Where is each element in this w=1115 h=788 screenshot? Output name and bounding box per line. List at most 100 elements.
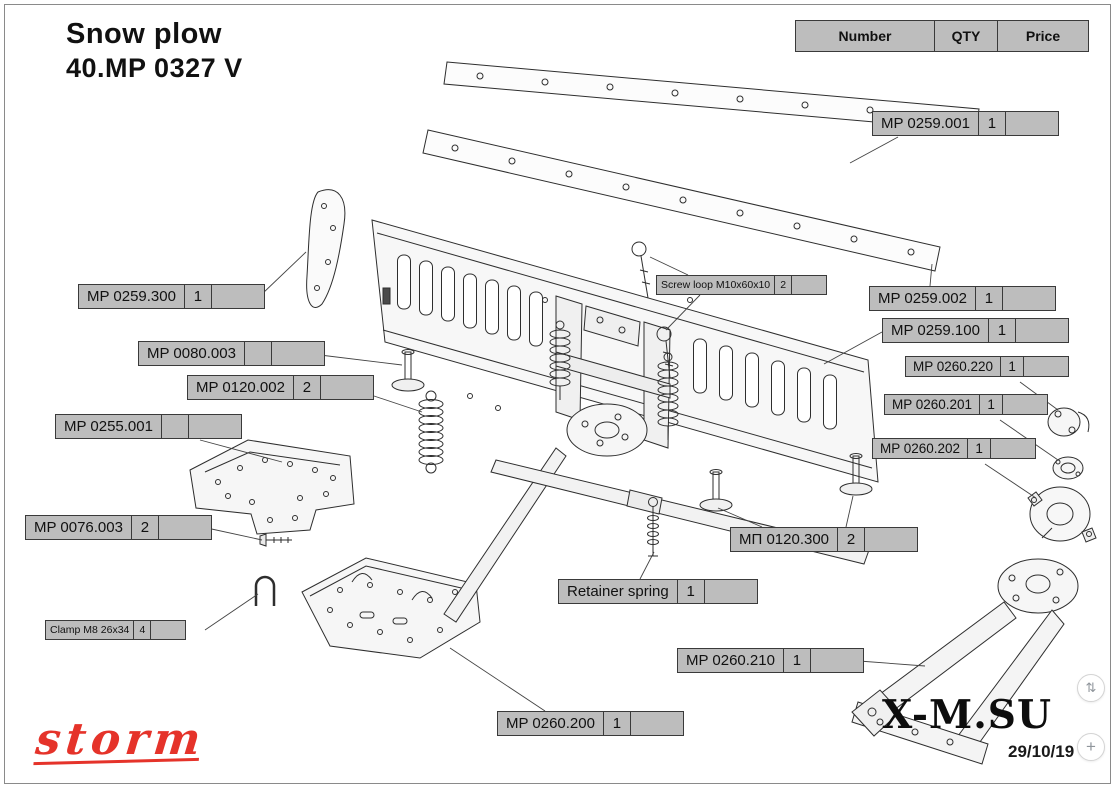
part-qty: 1: [967, 438, 992, 459]
moldboard: [371, 219, 879, 483]
part-price: [703, 579, 758, 604]
title-line2: 40.MP 0327 V: [66, 53, 243, 84]
part-qty: 1: [676, 579, 705, 604]
part-price: [1023, 356, 1070, 377]
storm-logo: storm: [33, 714, 208, 765]
parts-table-header: Number QTY Price: [795, 20, 1089, 52]
drawing-title: Snow plow 40.MP 0327 V: [66, 16, 243, 86]
part-number: MP 0260.201: [884, 394, 981, 415]
part-label-mp-0259-300: MP 0259.300 1: [78, 284, 265, 309]
eye-bolts: [631, 241, 674, 379]
tension-spring-right: [657, 352, 679, 440]
part-number: MP 0120.002: [187, 375, 294, 400]
part-label-retainer-spring: Retainer spring 1: [558, 579, 758, 604]
part-number: MP 0255.001: [55, 414, 162, 439]
part-number: MP 0259.002: [869, 286, 976, 311]
part-label-clamp-m8: Clamp M8 26x34 4: [45, 620, 187, 640]
part-number: MP 0259.001: [872, 111, 979, 136]
mount-plate-lower: [301, 557, 481, 659]
part-qty: [160, 414, 189, 439]
part-label-mp-0260-210: MP 0260.210 1: [677, 648, 864, 673]
part-label-mp-0260-201: MP 0260.201 1: [884, 394, 1049, 415]
scraper-bar-bottom: [422, 129, 941, 272]
part-label-mp-0080-003: MP 0080.003: [138, 341, 325, 366]
part-qty: 4: [133, 620, 152, 640]
part-price: [791, 275, 828, 295]
part-qty: 1: [974, 286, 1003, 311]
part-number: MP 0260.202: [872, 438, 969, 459]
part-number: MP 0259.100: [882, 318, 989, 343]
part-price: [1004, 111, 1059, 136]
plus-icon: +: [1086, 737, 1096, 756]
part-qty: 1: [782, 648, 811, 673]
part-label-screw-loop: Screw loop M10x60x10 2: [656, 275, 828, 295]
part-label-mp-0255-001: MP 0255.001: [55, 414, 242, 439]
bolt: [259, 533, 292, 547]
part-label-mp-0120-002: MP 0120.002 2: [187, 375, 374, 400]
skid-foot-left: [391, 349, 425, 392]
part-label-mp-0259-100: MP 0259.100 1: [882, 318, 1069, 343]
part-label-mp-0260-202: MP 0260.202 1: [872, 438, 1037, 459]
mount-plate-upper: [189, 439, 355, 535]
part-number: MP 0080.003: [138, 341, 245, 366]
part-qty: 1: [183, 284, 212, 309]
part-price: [319, 375, 374, 400]
part-label-mp-0259-001: MP 0259.001 1: [872, 111, 1059, 136]
tension-spring-left: [549, 320, 571, 400]
swivel-bracket: [1027, 486, 1097, 543]
header-price: Price: [997, 20, 1089, 52]
part-price: [150, 620, 187, 640]
part-price: [270, 341, 325, 366]
part-number: МП 0120.300: [730, 527, 839, 552]
date-stamp: 29/10/19: [1008, 742, 1075, 761]
part-qty: 2: [130, 515, 159, 540]
scroll-toggle-button[interactable]: ⇅: [1077, 674, 1105, 702]
skid-foot-center: [699, 469, 733, 512]
part-number: Clamp M8 26x34: [45, 620, 135, 640]
part-label-mp-0260-200: MP 0260.200 1: [497, 711, 684, 736]
header-number: Number: [795, 20, 935, 52]
part-price: [990, 438, 1037, 459]
part-price: [809, 648, 864, 673]
skid-foot-right: [839, 453, 873, 496]
title-line1: Snow plow: [66, 18, 222, 50]
part-price: [157, 515, 212, 540]
retainer-spring-pin: [647, 497, 659, 557]
part-label-mp-0120-300: МП 0120.300 2: [730, 527, 919, 552]
part-price: [1001, 286, 1056, 311]
part-qty: 2: [292, 375, 321, 400]
part-price: [864, 527, 919, 552]
part-qty: 1: [987, 318, 1016, 343]
scroll-arrows-icon: ⇅: [1085, 680, 1097, 695]
part-qty: 1: [977, 111, 1006, 136]
leader-lines: [199, 136, 1059, 712]
zoom-in-button[interactable]: +: [1077, 733, 1105, 761]
part-price: [187, 414, 242, 439]
swivel-ring: [1052, 456, 1084, 480]
side-bracket: [306, 189, 346, 308]
part-price: [1002, 394, 1049, 415]
part-qty: 1: [1000, 356, 1025, 377]
part-number: MP 0260.210: [677, 648, 784, 673]
header-qty: QTY: [934, 20, 998, 52]
part-number: MP 0259.300: [78, 284, 185, 309]
part-qty: [243, 341, 272, 366]
part-qty: 2: [837, 527, 866, 552]
u-clamp: [254, 575, 276, 606]
tension-spring-exploded: [418, 390, 444, 474]
part-number: MP 0260.220: [905, 356, 1002, 377]
part-number: Retainer spring: [558, 579, 678, 604]
part-number: MP 0076.003: [25, 515, 132, 540]
part-price: [210, 284, 265, 309]
part-price: [1014, 318, 1069, 343]
center-mount: [467, 295, 693, 457]
part-price: [629, 711, 684, 736]
watermark-text: X-M.SU: [882, 692, 1052, 738]
hook-bracket: [1047, 407, 1090, 437]
part-qty: 1: [602, 711, 631, 736]
part-qty: 2: [774, 275, 793, 295]
part-number: Screw loop M10x60x10: [656, 275, 776, 295]
part-qty: 1: [979, 394, 1004, 415]
part-label-mp-0260-220: MP 0260.220 1: [905, 356, 1070, 377]
